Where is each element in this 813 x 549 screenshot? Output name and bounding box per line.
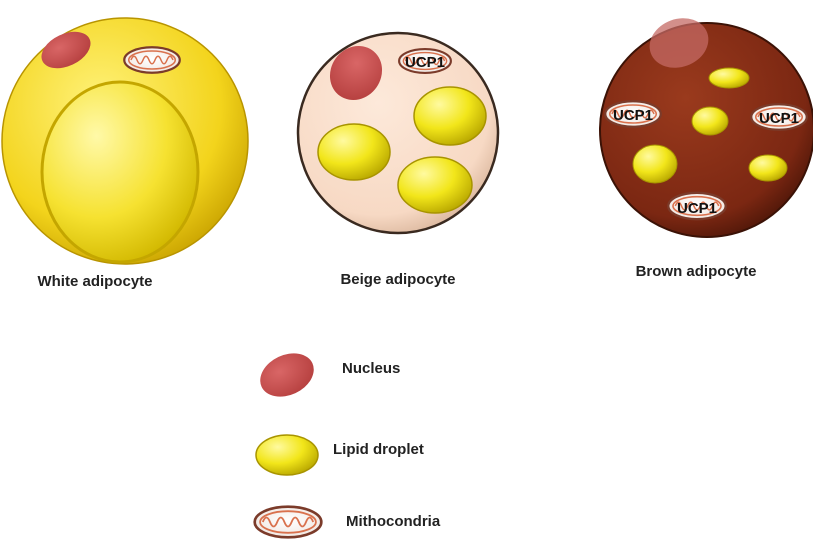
legend-mitochondria-label: Mithocondria	[346, 513, 441, 530]
brown-adipocyte-label: Brown adipocyte	[636, 263, 757, 280]
white-mitochondrion	[124, 47, 180, 73]
white-adipocyte	[2, 18, 248, 264]
legend-nucleus-label: Nucleus	[342, 360, 400, 377]
brown-lipid-droplet-2	[692, 107, 728, 135]
white-adipocyte-label: White adipocyte	[37, 273, 152, 290]
beige-lipid-droplet-2	[318, 124, 390, 180]
brown-ucp1-label-1: UCP1	[613, 107, 653, 124]
brown-lipid-droplet-3	[633, 145, 677, 183]
legend-nucleus-swatch	[253, 345, 321, 405]
beige-adipocyte-label: Beige adipocyte	[340, 271, 455, 288]
legend-lipid-label: Lipid droplet	[333, 441, 424, 458]
brown-adipocyte: UCP1 UCP1 UCP1	[600, 10, 813, 237]
legend: Nucleus Lipid droplet Mithocondria	[253, 345, 441, 537]
white-lipid-droplet	[42, 82, 198, 262]
brown-lipid-droplet-4	[749, 155, 787, 181]
beige-lipid-droplet-1	[414, 87, 486, 145]
beige-ucp1-label: UCP1	[405, 54, 445, 71]
brown-ucp1-label-2: UCP1	[759, 110, 799, 127]
brown-ucp1-label-3: UCP1	[677, 200, 717, 217]
brown-lipid-droplet-1	[709, 68, 749, 88]
legend-mitochondria-swatch	[255, 507, 322, 538]
beige-lipid-droplet-3	[398, 157, 472, 213]
legend-lipid-swatch	[256, 435, 318, 475]
beige-adipocyte: UCP1	[298, 33, 498, 233]
